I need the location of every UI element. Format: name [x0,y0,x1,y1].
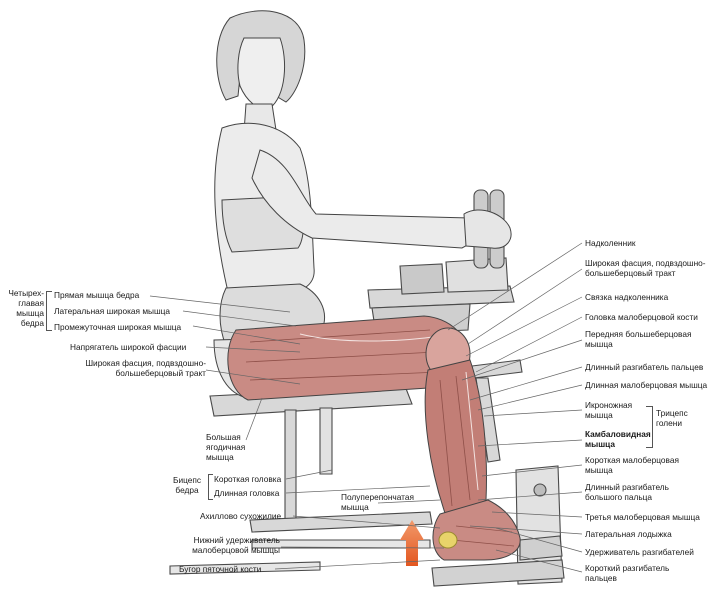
label-tensor-fasciae: Напрягатель широкой фасции [70,342,187,352]
label-calcaneal-tuber: Бугор пяточной кости [179,564,262,574]
label-peroneal-retinaculum: Нижний удерживатель малоберцовой мышцы [192,535,280,555]
quadriceps-bracket [46,291,52,331]
label-ext-digitorum-longus: Длинный разгибатель пальцев [585,362,704,372]
label-ext-digitorum-brevis: Короткий разгибатель пальцев [585,563,670,583]
label-vastus-lateralis: Латеральная широкая мышца [54,306,171,316]
label-rectus-femoris: Прямая мышца бедра [54,290,140,300]
label-ext-hallucis-longus: Длинный разгибатель большого пальца [585,482,669,502]
label-lateral-malleolus: Латеральная лодыжка [585,529,672,539]
label-quadriceps: Четырех- главая мышца бедра [8,288,44,328]
leader-lines [149,242,583,573]
label-triceps-surae: Трицепс голени [656,408,688,428]
label-patella: Надколенник [585,238,636,248]
label-ext-retinaculum: Удерживатель разгибателей [585,547,694,557]
machine-frame [284,409,297,521]
label-soleus: Камбаловидная мышца [585,429,651,449]
triceps-surae-bracket [646,406,653,448]
lift-arrow [400,520,424,566]
hand [463,209,512,249]
label-fibula-head: Головка малоберцовой кости [585,312,698,322]
label-achilles: Ахиллово сухожилие [200,511,282,521]
label-long-head: Длинная головка [214,488,280,498]
label-peroneus-longus: Длинная малоберцовая мышца [585,380,708,390]
face [237,37,286,110]
machine [169,189,565,587]
heel [438,531,458,549]
label-biceps: Бицепс бедра [173,475,201,495]
label-peroneus-brevis: Короткая малоберцовая мышца [585,455,679,475]
label-patellar-ligament: Связка надколенника [585,292,669,302]
label-semimembranosus: Полуперепончатая мышца [341,492,414,512]
label-vastus-intermedius: Промежуточная широкая мышца [54,322,182,332]
label-tibialis-anterior: Передняя большеберцовая мышца [585,329,692,349]
woman-figure [213,10,521,561]
label-fascia-lata-left: Широкая фасция, подвздошно- большеберцов… [85,358,206,378]
label-gluteus: Большая ягодичная мышца [206,432,246,462]
label-peroneus-tertius: Третья малоберцовая мышца [585,512,700,522]
biceps-bracket [208,474,213,500]
label-fascia-lata-right: Широкая фасция, подвздошно- большеберцов… [585,258,706,278]
label-short-head: Короткая головка [214,474,282,484]
label-gastrocnemius: Икроножная мышца [585,400,633,420]
